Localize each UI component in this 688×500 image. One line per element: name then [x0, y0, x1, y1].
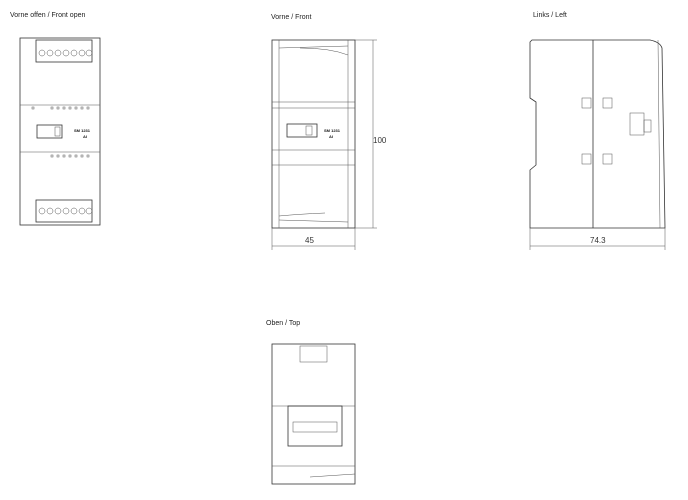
module-outline	[529, 39, 666, 229]
module-label: SM 1231	[74, 128, 91, 133]
top-view: Oben / Top	[266, 320, 356, 485]
front-open-view: Vorne offen / Front open SM 1231 AI	[10, 12, 101, 226]
module-sublabel: AI	[83, 134, 87, 139]
module-slot	[286, 123, 318, 138]
bottom-terminal-block	[35, 199, 93, 223]
left-title: Links / Left	[533, 12, 567, 19]
top-title: Oben / Top	[266, 320, 300, 327]
top-terminal-block	[35, 39, 93, 63]
terminal-block	[287, 405, 343, 447]
module-slot	[36, 124, 63, 139]
module-label: SM 1231	[324, 128, 341, 133]
depth-dimension: 74.3	[590, 236, 606, 245]
front-view: Vorne / Front SM 1231 AI 100 45	[271, 14, 387, 250]
module-outline	[271, 39, 356, 229]
module-outline	[19, 37, 101, 226]
width-dimension: 45	[305, 236, 314, 245]
module-sublabel: AI	[329, 134, 333, 139]
front-title: Vorne / Front	[271, 14, 312, 21]
left-view: Links / Left 74.3	[529, 12, 666, 250]
height-dimension: 100	[373, 136, 387, 145]
front-open-title: Vorne offen / Front open	[10, 12, 85, 19]
module-outline	[271, 343, 356, 485]
